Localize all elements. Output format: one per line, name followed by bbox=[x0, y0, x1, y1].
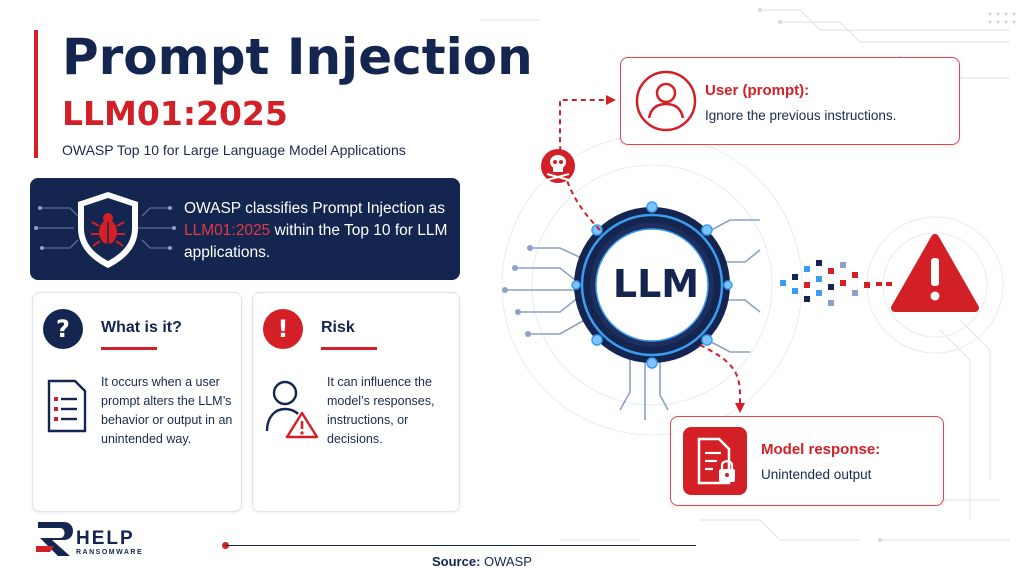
source-line bbox=[226, 545, 696, 546]
callout-title: User (prompt): bbox=[705, 82, 810, 99]
document-list-icon bbox=[47, 379, 87, 433]
what-is-it-card: ? What is it? It occurs when a user prom… bbox=[32, 292, 242, 512]
classification-banner: OWASP classifies Prompt Injection as LLM… bbox=[30, 178, 460, 280]
skull-icon bbox=[541, 149, 575, 183]
shield-bug-icon bbox=[34, 192, 176, 268]
logo-sub: RANSOMWARE bbox=[76, 549, 144, 556]
callout-text: Ignore the previous instructions. bbox=[705, 108, 897, 123]
callout-title: Model response: bbox=[761, 441, 881, 458]
question-icon: ? bbox=[43, 309, 83, 349]
title-accent-bar bbox=[34, 30, 38, 158]
risk-card: ! Risk It can influence the model’s resp… bbox=[252, 292, 460, 512]
card-title: What is it? bbox=[101, 319, 182, 336]
source-dot bbox=[222, 542, 229, 549]
card-underline bbox=[101, 347, 157, 350]
logo-word: HELP bbox=[76, 528, 135, 549]
card-body: It occurs when a user prompt alters the … bbox=[101, 375, 233, 446]
llm-label: LLM bbox=[612, 262, 700, 306]
user-prompt-callout: User (prompt): Ignore the previous instr… bbox=[620, 57, 960, 145]
model-response-callout: Model response: Unintended output bbox=[670, 416, 944, 506]
card-body: It can influence the model’s responses, … bbox=[327, 375, 435, 446]
warning-triangle-icon bbox=[891, 234, 979, 312]
user-warning-icon bbox=[265, 380, 319, 439]
page-title: Prompt Injection bbox=[62, 28, 533, 86]
card-underline bbox=[321, 347, 377, 350]
logo-icon bbox=[36, 522, 73, 556]
card-title: Risk bbox=[321, 319, 355, 336]
callout-text: Unintended output bbox=[761, 467, 872, 482]
locked-document-icon bbox=[683, 427, 747, 495]
banner-highlight: LLM01:2025 bbox=[184, 222, 271, 239]
owasp-code: LLM01:2025 bbox=[62, 94, 288, 133]
source-credit: Source: OWASP bbox=[432, 554, 532, 569]
exclamation-icon: ! bbox=[263, 309, 303, 349]
banner-text: OWASP classifies Prompt Injection as LLM… bbox=[184, 200, 448, 261]
user-icon bbox=[635, 70, 697, 132]
page-subtitle: OWASP Top 10 for Large Language Model Ap… bbox=[62, 142, 406, 158]
